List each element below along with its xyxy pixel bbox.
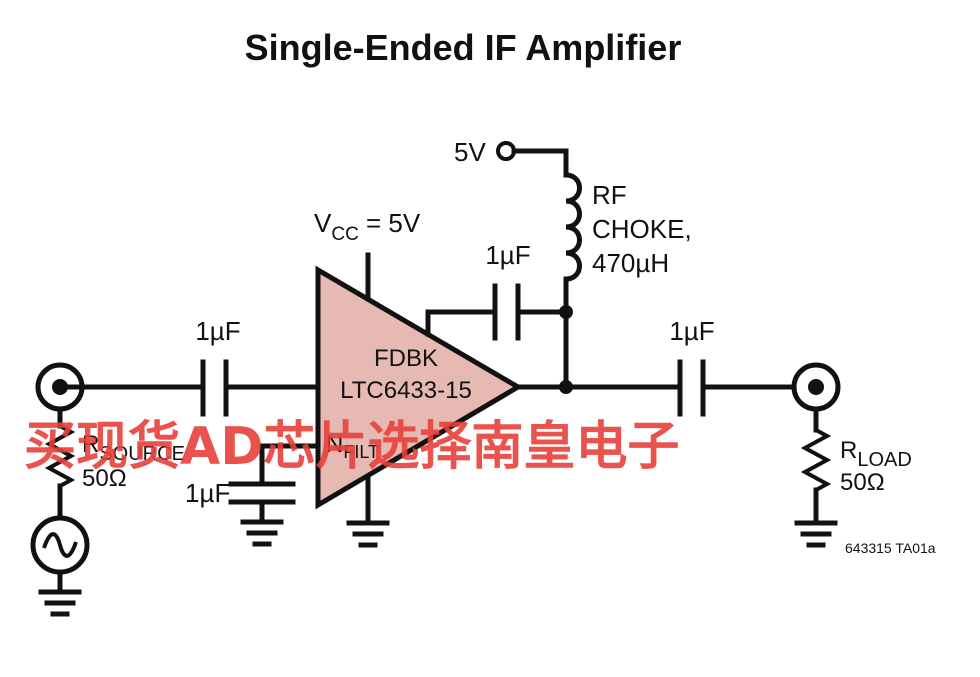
load-resistor-symbol [800, 428, 832, 492]
rf-choke-label-line1: RF [592, 180, 627, 210]
feedback-capacitor-label: 1µF [485, 240, 530, 270]
part-number-label: LTC6433-15 [340, 377, 472, 404]
rf-choke-label-line2: CHOKE, [592, 214, 692, 244]
pin-nfilt-label: NFILT [326, 431, 379, 462]
pin-fdbk-label: FDBK [374, 345, 438, 372]
load-resistor-label: RLOAD [840, 437, 912, 471]
nfilt-capacitor-label: 1µF [185, 478, 230, 508]
watermark-text: 买现货AD芯片选择南皇电子 [24, 417, 679, 477]
rf-choke-inductor-symbol [565, 172, 582, 282]
nfilt-ground-icon [240, 519, 284, 547]
output-junction-dot [559, 380, 573, 394]
rf-choke-label-line3: 470µH [592, 248, 669, 278]
feedback-capacitor-symbol [492, 283, 521, 341]
amp-ground-icon [346, 520, 390, 548]
source-resistor-label: RSOURCE [82, 431, 185, 465]
input-capacitor-label: 1µF [195, 316, 240, 346]
load-resistor-value: 50Ω [840, 469, 885, 496]
source-resistor-value: 50Ω [82, 465, 127, 492]
source-resistor-symbol [44, 424, 76, 488]
feedback-junction-dot [559, 305, 573, 319]
supply-node-label: 5V [454, 137, 486, 167]
input-capacitor-symbol [200, 359, 229, 417]
output-connector-icon [791, 362, 841, 412]
diagram-title: Single-Ended IF Amplifier [245, 27, 682, 68]
source-ground-icon [38, 589, 82, 617]
load-ground-icon [794, 520, 838, 548]
output-capacitor-symbol [677, 359, 706, 417]
nfilt-capacitor-symbol [228, 481, 296, 505]
vcc-label: VCC = 5V [314, 208, 421, 245]
ac-source-icon [30, 515, 90, 575]
figure-id-label: 643315 TA01a [845, 540, 936, 556]
output-capacitor-label: 1µF [669, 316, 714, 346]
